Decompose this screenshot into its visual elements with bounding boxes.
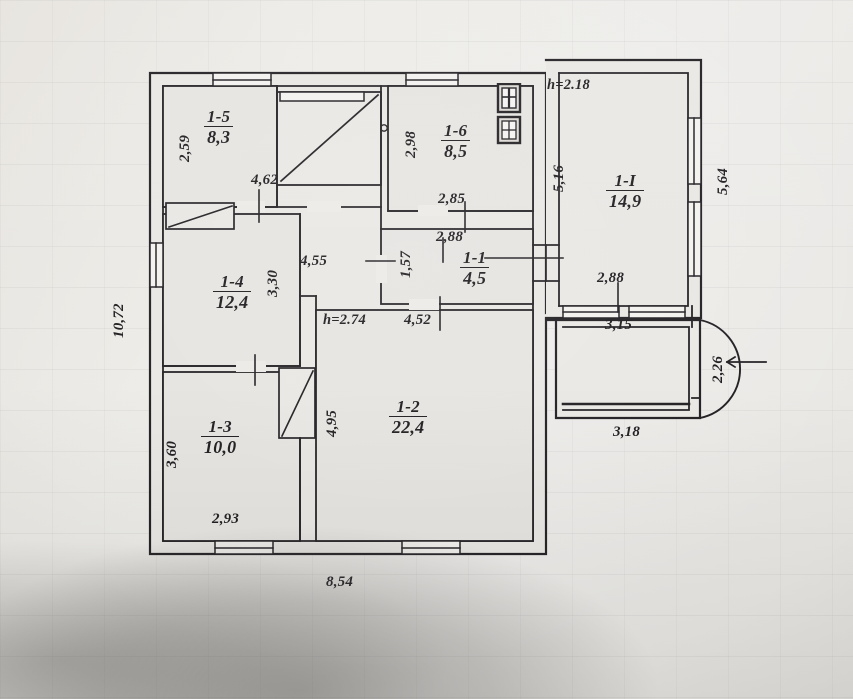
door-openings: [236, 201, 448, 372]
dimension-3-30: 3,30: [265, 269, 281, 297]
room-1-2-boundary: [315, 309, 534, 542]
room-label-1-1: 1-1 4,5: [460, 248, 490, 288]
room-label-1-3: 1-3 10,0: [201, 417, 240, 457]
porch-inner-face: [562, 326, 690, 411]
room-number: 1-2: [396, 397, 420, 416]
room-label-1-2: 1-2 22,4: [389, 397, 428, 437]
room-number: 1-1: [463, 248, 487, 267]
dimension-3-15: 3,15: [605, 317, 633, 333]
entry-arrow-head: [725, 355, 737, 369]
dimension-2-88-center: 2,88: [436, 229, 464, 245]
room-number: 1-4: [220, 272, 244, 291]
ceiling-height-2-18: h=2.18: [547, 77, 590, 93]
dimension-5-64: 5,64: [715, 167, 731, 195]
room-area: 22,4: [389, 416, 428, 437]
dimension-2-88-right: 2,88: [597, 270, 625, 286]
dimension-2-98: 2,98: [403, 130, 419, 158]
detail-circle-icon: [380, 124, 388, 132]
room-area: 8,5: [441, 140, 471, 161]
entry-arc: [698, 318, 741, 420]
door-diagonal-1-3: [280, 369, 315, 438]
porch-right-jamb: [691, 397, 701, 419]
dimension-4-95: 4,95: [324, 409, 340, 437]
room-number: 1-3: [208, 417, 232, 436]
dimension-2-93: 2,93: [212, 511, 240, 527]
dimension-8-54-overall-width: 8,54: [326, 574, 354, 590]
window-openings: [149, 72, 702, 555]
right-wing-outline: [544, 58, 703, 320]
dimension-ticks: [254, 189, 619, 386]
dimension-4-52: 4,52: [404, 312, 432, 328]
niche-diagonal-1-4: [167, 204, 234, 229]
room-1-4-boundary: [162, 213, 301, 367]
room-label-1-5: 1-5 8,3: [204, 107, 234, 147]
room-1-1-boundary: [380, 228, 534, 305]
dimension-3-60: 3,60: [164, 440, 180, 468]
room-number: 1-5: [207, 107, 231, 126]
dimension-2-85: 2,85: [438, 191, 466, 207]
dimension-4-55: 4,55: [300, 253, 328, 269]
right-wing-inner-face: [558, 72, 689, 307]
ceiling-height-2-74: h=2.74: [323, 312, 366, 328]
room-label-1-I: 1-I 14,9: [606, 171, 645, 211]
dimension-10-72-overall-height: 10,72: [111, 303, 127, 338]
dimension-4-62: 4,62: [251, 172, 279, 188]
kitchen-fixtures-group: [496, 83, 522, 145]
room-area: 10,0: [201, 436, 240, 457]
room-1-3-boundary: [162, 371, 301, 542]
stair-diagonal-top: [279, 93, 380, 183]
room-number: 1-6: [444, 121, 468, 140]
dimension-1-57: 1,57: [398, 250, 414, 278]
dimension-3-18: 3,18: [613, 424, 641, 440]
room-area: 12,4: [213, 291, 252, 312]
dimension-2-26: 2,26: [710, 355, 726, 383]
room-label-1-4: 1-4 12,4: [213, 272, 252, 312]
dimension-5-16: 5,16: [551, 164, 567, 192]
room-area: 14,9: [606, 190, 645, 211]
room-area: 8,3: [204, 126, 234, 147]
room-number: 1-I: [614, 171, 636, 190]
room-area: 4,5: [460, 267, 490, 288]
room-label-1-6: 1-6 8,5: [441, 121, 471, 161]
dimension-2-59: 2,59: [177, 134, 193, 162]
